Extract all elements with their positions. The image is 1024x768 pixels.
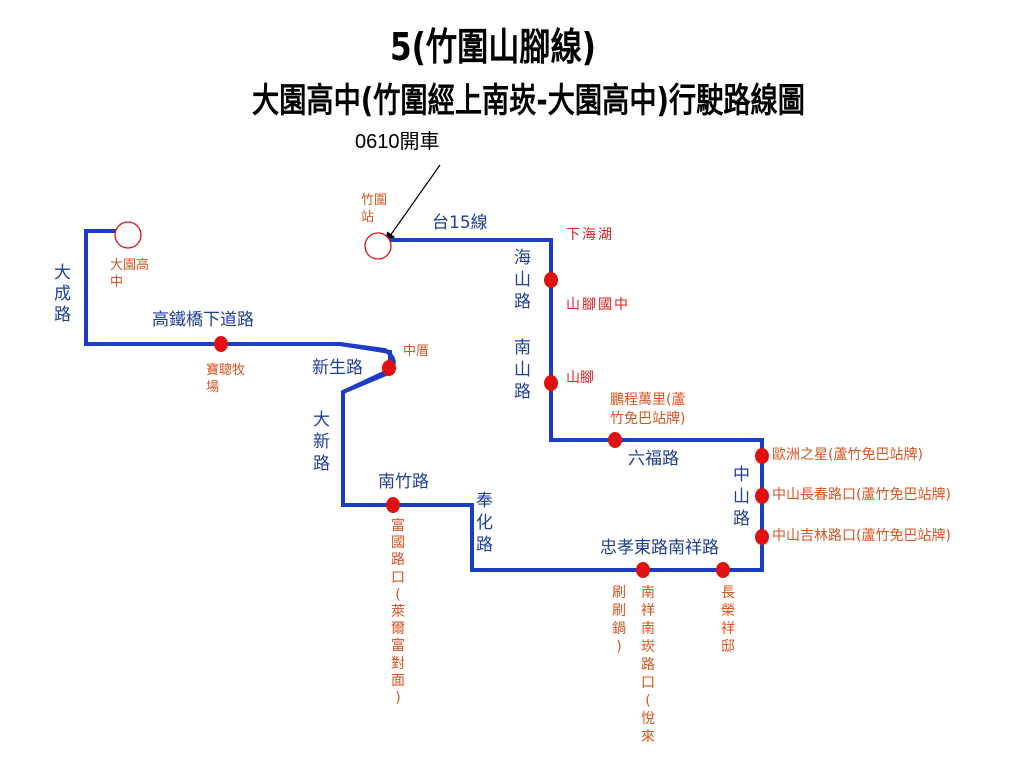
road-label-nanshan-text: 南山路 bbox=[514, 338, 531, 402]
road-label-nanzhu: 南竹路 bbox=[378, 472, 429, 492]
stop-label-zhuwei-station: 竹圍站 bbox=[361, 193, 388, 225]
terminal-zhuwei-station bbox=[364, 232, 392, 260]
stop-marker-baocong-ranch bbox=[214, 336, 228, 352]
stop-label-shuashua-guo: 刷刷鍋) bbox=[609, 584, 629, 656]
stop-label-shanjiao: 山腳 bbox=[566, 370, 594, 386]
stop-marker-zhongshan-changchun bbox=[755, 488, 769, 504]
stop-marker-zhongcuo bbox=[382, 360, 396, 376]
stop-label-shuashua-guo-text: 刷刷鍋) bbox=[612, 585, 626, 655]
stop-marker-shanjiao-middle-school bbox=[544, 272, 558, 288]
stop-label-changrong-xiangdi: 長榮祥邸 bbox=[718, 584, 738, 656]
road-label-haishan-text: 海山路 bbox=[514, 248, 531, 312]
stop-label-zhongcuo: 中厝 bbox=[403, 344, 430, 359]
road-label-zhongshan: 中山路 bbox=[733, 464, 750, 530]
stop-marker-fuguo-road bbox=[386, 497, 400, 513]
stop-marker-nanxiang-nankan bbox=[636, 562, 650, 578]
stop-marker-changrong-xiangdi bbox=[716, 562, 730, 578]
stop-label-nanxiang-nankan: 南祥南崁路口(悅來 bbox=[638, 584, 658, 746]
stop-marker-ouzhou-star bbox=[755, 448, 769, 464]
stop-marker-pengcheng-wanli bbox=[608, 432, 622, 448]
road-label-xinsheng: 新生路 bbox=[312, 358, 363, 378]
departure-pointer-arrow bbox=[384, 164, 441, 244]
stop-marker-shanjiao bbox=[544, 375, 558, 391]
road-label-haishan: 海山路 bbox=[514, 247, 531, 313]
stop-label-baocong-ranch: 寶聰牧場 bbox=[206, 363, 246, 395]
road-label-hsr-underpass: 高鐵橋下道路 bbox=[152, 310, 254, 330]
road-label-dacheng-text: 大成路 bbox=[54, 263, 71, 325]
stop-label-pengcheng-wanli-line2: 竹免巴站牌) bbox=[610, 411, 686, 427]
stop-label-zhongshan-jilin: 中山吉林路口(蘆竹免巴站牌) bbox=[772, 528, 951, 544]
stop-label-dayuan-high: 大園高中 bbox=[110, 258, 150, 290]
road-label-zhongshan-text: 中山路 bbox=[733, 465, 750, 529]
stop-label-fuguo-road-text: 富國路口(萊爾富對面) bbox=[391, 518, 405, 707]
stop-label-zhongshan-changchun: 中山長春路口(蘆竹免巴站牌) bbox=[772, 487, 951, 503]
stop-label-shanjiao-middle-school: 山腳國中 bbox=[566, 297, 630, 313]
road-label-tai15: 台15線 bbox=[432, 213, 488, 233]
road-label-dacheng: 大成路 bbox=[54, 263, 71, 326]
stop-label-xia-haihu: 下海湖 bbox=[566, 227, 614, 243]
departure-time-label: 0610開車 bbox=[355, 131, 440, 153]
page-subtitle: 大園高中(竹圍經上南崁-大園高中)行駛路線圖 bbox=[252, 81, 805, 121]
road-label-daxin: 大新路 bbox=[313, 409, 330, 475]
stop-label-pengcheng-wanli-line1: 鵬程萬里(蘆 bbox=[610, 392, 686, 408]
road-label-fenghua: 奉化路 bbox=[476, 490, 493, 556]
road-label-nanshan: 南山路 bbox=[514, 337, 531, 403]
road-label-zhongxiao-nanxiang: 忠孝東路南祥路 bbox=[600, 538, 719, 558]
road-label-daxin-text: 大新路 bbox=[313, 410, 330, 474]
stop-label-ouzhou-star: 歐洲之星(蘆竹免巴站牌) bbox=[772, 447, 923, 463]
stop-marker-zhongshan-jilin bbox=[755, 529, 769, 545]
stop-label-changrong-xiangdi-text: 長榮祥邸 bbox=[721, 585, 735, 655]
page-title: 5(竹圍山腳線) bbox=[390, 25, 596, 69]
road-label-fenghua-text: 奉化路 bbox=[476, 491, 493, 555]
road-label-liufu: 六福路 bbox=[628, 449, 679, 469]
stop-label-fuguo-road: 富國路口(萊爾富對面) bbox=[388, 518, 408, 707]
terminal-dayuan-high-school bbox=[114, 221, 142, 249]
stop-label-nanxiang-nankan-text: 南祥南崁路口(悅來 bbox=[641, 585, 655, 745]
